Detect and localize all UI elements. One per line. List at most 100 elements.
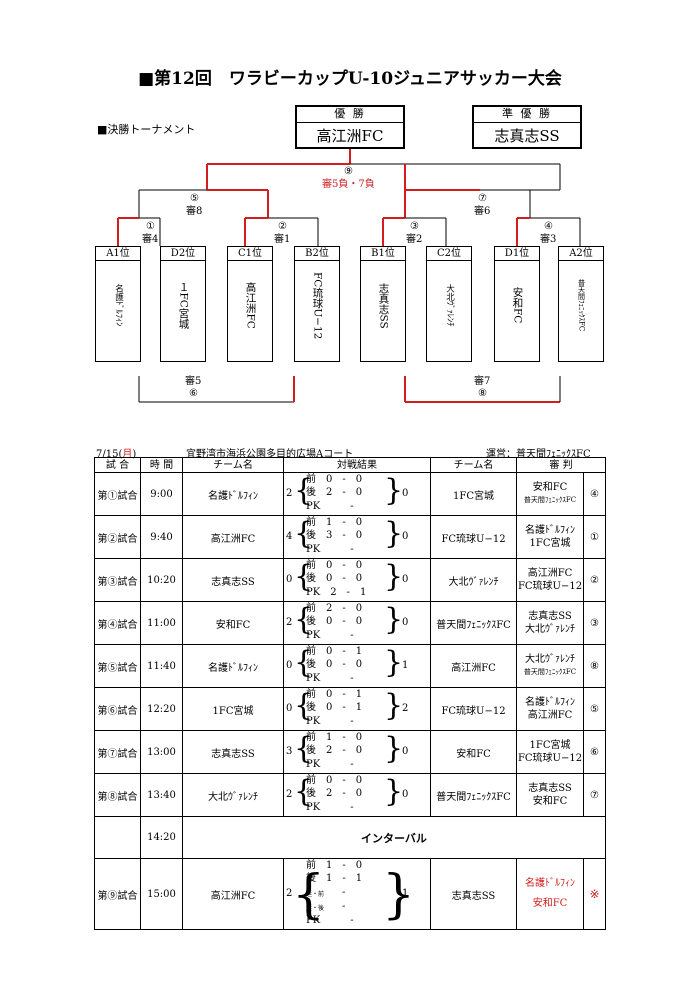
final-row: 第⑨試合 15:00 高江洲FC 2 { 前 1 - 0 後 1 - 1 延・前… (94, 858, 606, 930)
brace-right: } (384, 516, 404, 551)
interval-label: インターバル (182, 816, 606, 859)
team-name: 志真志SS (377, 282, 390, 329)
schedule-table: 試 合 時 間 チーム名 対戦結果 チーム名 審 判 第①試合 9:00 名護ﾄ… (94, 457, 606, 930)
brace-left: { (292, 865, 326, 925)
team-position: B1位 (361, 247, 405, 261)
team2-name: 1FC宮城 (430, 472, 517, 516)
referee-1: 高江洲FC (527, 568, 573, 579)
champion-box: 優 勝 高江洲FC (295, 105, 405, 149)
team2-name: 安和FC (430, 730, 517, 774)
game-number: 第⑧試合 (94, 773, 141, 817)
team-position: A1位 (96, 247, 140, 261)
result-cell: 2 { 前 0 - 0 後 2 - 0 PK - } 0 (283, 773, 431, 817)
brace-right: } (382, 865, 416, 925)
qf2-number: ② (278, 221, 287, 232)
referee-cell: 1FC宮城 FC琉球U−12 (516, 730, 584, 774)
result-cell: 2 { 前 0 - 0 後 2 - 0 PK - } 0 (283, 472, 431, 516)
score1: 2 (286, 488, 293, 499)
brace-left: { (294, 645, 314, 680)
score2: 0 (402, 617, 409, 628)
result-cell: 2 { 前 2 - 0 後 0 - 0 PK - } 0 (283, 601, 431, 645)
qf3-referee: 審2 (406, 234, 423, 245)
referee-number: ① (583, 515, 606, 559)
brace-right: } (384, 602, 404, 637)
score2: 0 (402, 574, 409, 585)
table-row: 第④試合 11:00 安和FC 2 { 前 2 - 0 後 0 - 0 PK -… (94, 601, 606, 645)
referee-cell: 安和FC 普天間ﾌｪﾆｯｸｽFC (516, 472, 584, 516)
team-name: １FC宮城 (177, 282, 190, 329)
referee-2: 普天間ﾌｪﾆｯｸｽFC (523, 668, 577, 676)
team-box-c2: C2位 大北ｳﾞｧﾚﾝﾁ (426, 246, 472, 362)
referee-1: 志真志SS (528, 783, 572, 794)
first-half: 前 1 - 0 (306, 517, 363, 528)
referee-number: ⑦ (583, 773, 606, 817)
match-time: 12:20 (140, 687, 183, 731)
interval-empty (94, 816, 141, 859)
match-time: 10:20 (140, 558, 183, 602)
result-cell: 3 { 前 1 - 0 後 2 - 0 PK - } 0 (283, 730, 431, 774)
extra-first: 延・前 (306, 891, 325, 898)
extra-first-dash: - (342, 887, 346, 898)
match-date: 7/15(月) (96, 445, 136, 460)
second-half: 後 1 - 1 (306, 873, 363, 884)
referee-1: 安和FC (532, 482, 568, 493)
runner-up-label: 準 優 勝 (474, 107, 580, 123)
team-name: 普天間ﾌｪﾆｯｸｽFC (577, 279, 586, 332)
champion-label: 優 勝 (297, 107, 403, 123)
score2: 0 (402, 488, 409, 499)
team-name: 名護ﾄﾞﾙﾌｨﾝ (113, 284, 124, 327)
second-half: 後 2 - 0 (306, 745, 363, 756)
match-time: 13:00 (140, 730, 183, 774)
table-row: 第⑧試合 13:40 大北ｳﾞｧﾚﾝﾁ 2 { 前 0 - 0 後 2 - 0 … (94, 773, 606, 817)
penalty: PK - (306, 915, 354, 926)
second-half: 後 0 - 0 (306, 659, 363, 670)
qf4-referee: 審3 (540, 234, 557, 245)
penalty: PK - (306, 802, 354, 813)
brace-right: } (384, 473, 404, 508)
game-number: 第②試合 (94, 515, 141, 559)
penalty: PK - (306, 544, 354, 555)
team-box-b2: B2位 FC琉球U−12 (294, 246, 340, 362)
bracket-lines (117, 149, 581, 403)
team-box-a1: A1位 名護ﾄﾞﾙﾌｨﾝ (95, 246, 141, 362)
team1-name: 志真志SS (182, 558, 284, 602)
table-row: 第⑦試合 13:00 志真志SS 3 { 前 1 - 0 後 2 - 0 PK … (94, 730, 606, 774)
brace-right: } (384, 645, 404, 680)
brace-left: { (294, 731, 314, 766)
penalty: PK - (306, 673, 354, 684)
second-half: 後 2 - 0 (306, 788, 363, 799)
referee-2: 高江洲FC (527, 710, 573, 721)
third-right-referee: 審7 (474, 376, 491, 387)
brace-left: { (294, 688, 314, 723)
referee-number: ④ (583, 472, 606, 516)
interval-time: 14:20 (140, 816, 183, 859)
referee-2: FC琉球U−12 (517, 753, 583, 764)
champion-value: 高江洲FC (316, 127, 384, 145)
match-time: 15:00 (140, 858, 183, 930)
team-box-a2: A2位 普天間ﾌｪﾆｯｸｽFC (558, 246, 604, 362)
score1: 0 (286, 574, 293, 585)
referee-2: 普天間ﾌｪﾆｯｸｽFC (523, 496, 577, 504)
team-position: C1位 (228, 247, 272, 261)
referee-cell: 名護ﾄﾞﾙﾌｨﾝ 安和FC (516, 858, 584, 930)
qf1-number: ① (146, 221, 155, 232)
brace-left: { (294, 602, 314, 637)
table-row: 第②試合 9:40 高江洲FC 4 { 前 1 - 0 後 3 - 0 PK -… (94, 515, 606, 559)
semi-left-referee: 審8 (186, 206, 203, 217)
team-position: D2位 (161, 247, 205, 261)
first-half: 前 0 - 1 (306, 689, 363, 700)
qf2-referee: 審1 (274, 234, 291, 245)
referee-cell: 志真志SS 安和FC (516, 773, 584, 817)
team-position: D1位 (495, 247, 539, 261)
semi-left-number: ⑤ (190, 193, 199, 204)
table-row: 第③試合 10:20 志真志SS 0 { 前 0 - 0 後 0 - 0 PK … (94, 558, 606, 602)
header-result: 対戦結果 (283, 457, 431, 473)
referee-1: 1FC宮城 (529, 740, 571, 751)
qf3-number: ③ (410, 221, 419, 232)
penalty: PK - (306, 630, 354, 641)
team1-name: 名護ﾄﾞﾙﾌｨﾝ (182, 472, 284, 516)
game-number: 第①試合 (94, 472, 141, 516)
team2-name: 志真志SS (430, 858, 517, 930)
page-title: ■第12回 ワラビーカップU-10ジュニアサッカー大会 (138, 69, 562, 89)
referee-1: 名護ﾄﾞﾙﾌｨﾝ (525, 697, 575, 708)
